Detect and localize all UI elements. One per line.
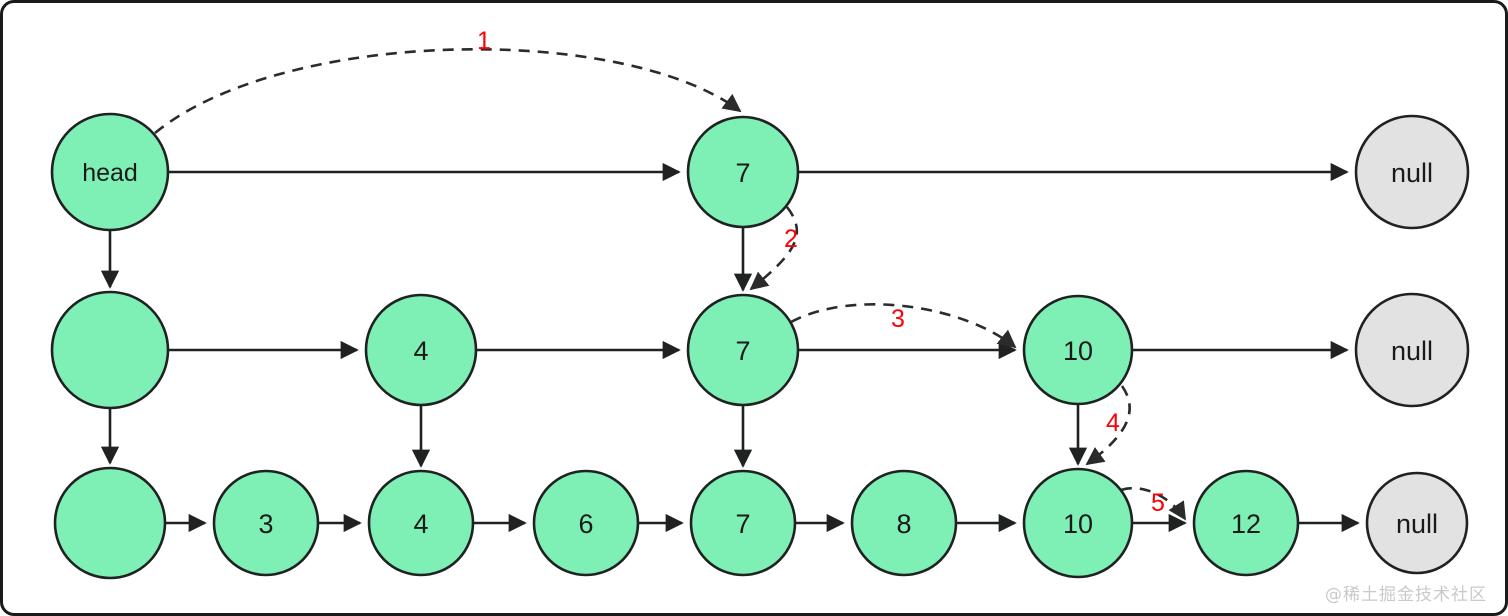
node-mid-4[interactable]: 4 <box>364 293 478 407</box>
watermark: @稀土掘金技术社区 <box>1325 585 1487 605</box>
node-label-mid-4: 4 <box>413 336 428 366</box>
dashed-path-5 <box>1120 487 1187 521</box>
node-circle-mid-4[interactable] <box>364 293 478 407</box>
node-bot-12[interactable]: 12 <box>1192 469 1300 577</box>
node-circle-bot-8[interactable] <box>850 469 958 577</box>
node-mid-null[interactable]: null <box>1354 292 1470 408</box>
node-head[interactable]: head <box>50 112 170 232</box>
node-label-top-null: null <box>1391 158 1433 188</box>
node-circle-head[interactable] <box>50 112 170 232</box>
node-label-top-7: 7 <box>735 158 750 188</box>
node-circle-bot-6[interactable] <box>532 469 640 577</box>
node-circle-bot-10[interactable] <box>1022 467 1134 579</box>
node-bot-10[interactable]: 10 <box>1022 467 1134 579</box>
dashed-path-3 <box>790 303 1017 349</box>
step-label-5: 5 <box>1151 489 1165 517</box>
vertical-edges <box>100 227 1088 468</box>
node-circle-mid-7[interactable] <box>686 293 800 407</box>
node-bot-8[interactable]: 8 <box>850 469 958 577</box>
node-label-head: head <box>82 159 138 187</box>
level-level-bottom: 3 4 6 7 8 10 12 null <box>53 466 1469 580</box>
node-label-mid-7: 7 <box>735 336 750 366</box>
node-circle-top-null[interactable] <box>1354 114 1470 230</box>
step-labels-layer: 1 2 3 4 5 <box>477 27 1165 517</box>
node-circle-mid-10[interactable] <box>1022 294 1134 406</box>
node-circle-mid-start[interactable] <box>50 290 170 410</box>
node-label-bot-6: 6 <box>578 509 593 539</box>
node-label-bot-null: null <box>1396 509 1438 539</box>
step-label-2: 2 <box>784 225 798 253</box>
node-label-bot-3: 3 <box>258 509 273 539</box>
step-label-3: 3 <box>891 305 905 333</box>
node-bot-3[interactable]: 3 <box>212 469 320 577</box>
node-label-mid-null: null <box>1391 336 1433 366</box>
dashed-path-2 <box>749 206 799 291</box>
node-circle-bot-7[interactable] <box>689 469 797 577</box>
node-label-bot-10: 10 <box>1063 509 1093 539</box>
level-level-middle: 4 7 10 null <box>50 290 1470 410</box>
node-bot-start[interactable] <box>53 466 167 580</box>
node-bot-6[interactable]: 6 <box>532 469 640 577</box>
node-circle-mid-null[interactable] <box>1354 292 1470 408</box>
step-label-1: 1 <box>477 27 491 55</box>
node-circle-bot-3[interactable] <box>212 469 320 577</box>
search-path-curves <box>154 47 1187 521</box>
node-label-mid-10: 10 <box>1063 336 1093 366</box>
node-label-bot-8: 8 <box>896 509 911 539</box>
node-mid-start[interactable] <box>50 290 170 410</box>
node-label-bot-12: 12 <box>1231 509 1261 539</box>
node-top-null[interactable]: null <box>1354 114 1470 230</box>
node-mid-10[interactable]: 10 <box>1022 294 1134 406</box>
level-level-top: head 7 null <box>50 112 1470 232</box>
node-bot-4[interactable]: 4 <box>367 469 475 577</box>
node-circle-bot-12[interactable] <box>1192 469 1300 577</box>
node-label-bot-4: 4 <box>413 509 428 539</box>
node-bot-null[interactable]: null <box>1365 471 1469 575</box>
nodes-layer: head 7 null 4 7 10 null 3 4 6 7 8 10 12 null <box>50 112 1470 580</box>
node-circle-top-7[interactable] <box>686 115 800 229</box>
horizontal-edges <box>165 162 1360 533</box>
dashed-path-4 <box>1085 385 1131 466</box>
node-circle-bot-start[interactable] <box>53 466 167 580</box>
node-top-7[interactable]: 7 <box>686 115 800 229</box>
node-mid-7[interactable]: 7 <box>686 293 800 407</box>
node-circle-bot-null[interactable] <box>1365 471 1469 575</box>
node-circle-bot-4[interactable] <box>367 469 475 577</box>
node-label-bot-7: 7 <box>735 509 750 539</box>
dashed-path-1 <box>154 47 742 135</box>
step-label-4: 4 <box>1106 409 1120 437</box>
node-bot-7[interactable]: 7 <box>689 469 797 577</box>
